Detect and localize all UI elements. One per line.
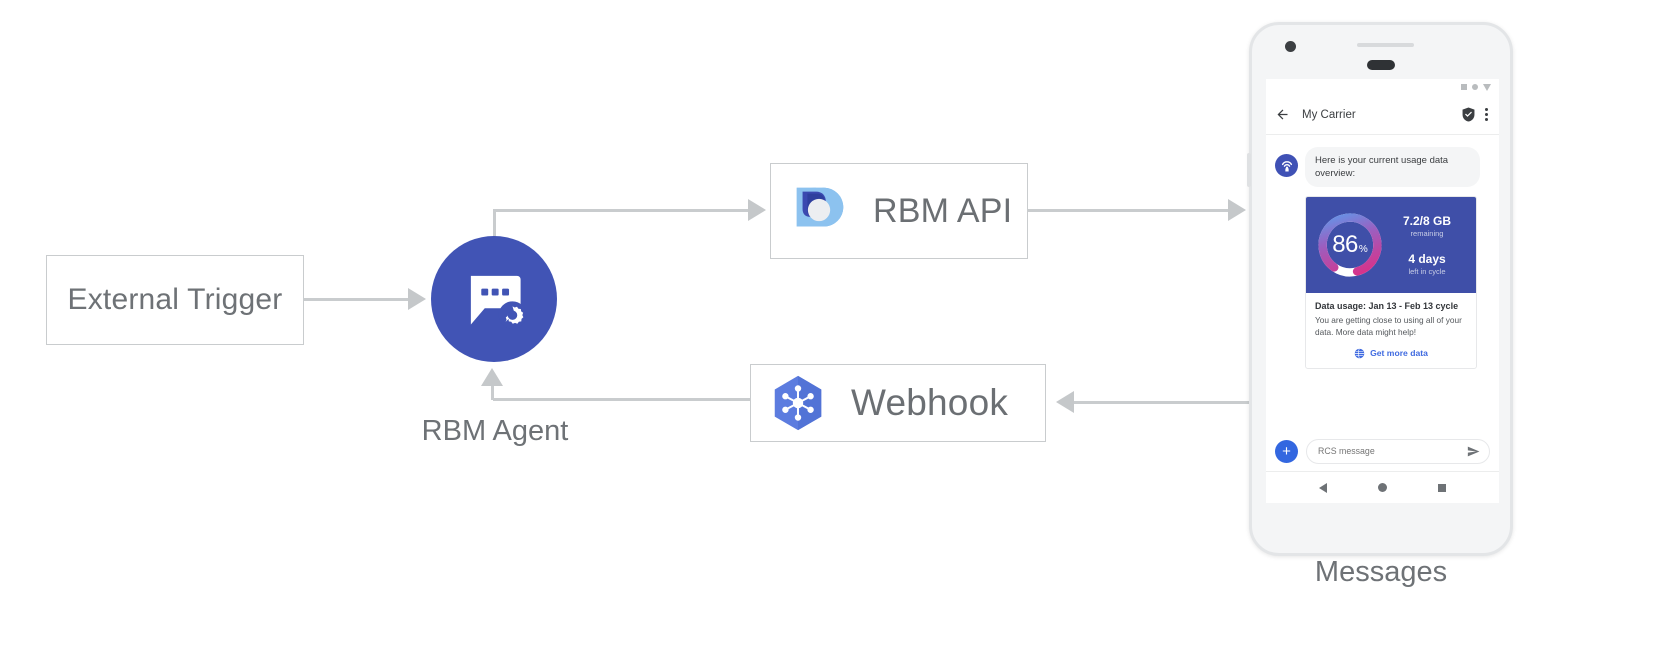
- nav-recents-icon[interactable]: [1437, 483, 1446, 492]
- message-composer: +: [1266, 431, 1499, 471]
- stat-secondary: left in cycle: [1408, 266, 1446, 276]
- overflow-dot: [1484, 108, 1488, 111]
- edge-agent-to-api-horizontal: [493, 209, 748, 212]
- edge-agent-to-api-vertical: [493, 209, 496, 251]
- gauge-unit: %: [1358, 243, 1368, 255]
- conversation-thread: Here is your current usage data overview…: [1266, 135, 1499, 369]
- card-description: You are getting close to using all of yo…: [1315, 315, 1462, 337]
- get-more-data-label: Get more data: [1370, 348, 1428, 359]
- nav-home-icon[interactable]: [1377, 483, 1387, 492]
- edge-device-to-webhook: [1074, 401, 1249, 404]
- back-arrow-icon[interactable]: [1275, 107, 1290, 122]
- overflow-menu-icon[interactable]: [1484, 107, 1488, 122]
- phone-device: My Carrier: [1247, 22, 1513, 556]
- send-icon[interactable]: [1467, 446, 1480, 457]
- webhook-label: Webhook: [851, 382, 1009, 423]
- chat-gear-icon: [470, 275, 527, 330]
- edge-agent-to-api-arrowhead: [748, 199, 766, 221]
- webhook-hexagon-icon: [774, 375, 822, 431]
- globe-icon: [1354, 348, 1365, 359]
- triangle-down-icon: [1483, 83, 1491, 91]
- attach-button[interactable]: +: [1275, 439, 1298, 463]
- phone-earpiece: [1357, 43, 1414, 47]
- get-more-data-button[interactable]: Get more data: [1315, 348, 1467, 361]
- messages-caption: Messages: [1314, 556, 1448, 588]
- gauge-readout: 86 %: [1312, 207, 1388, 283]
- edge-trigger-to-agent-arrowhead: [408, 288, 426, 310]
- overflow-dot: [1484, 118, 1488, 121]
- external-trigger-label: External Trigger: [67, 283, 283, 316]
- agent-message-row: Here is your current usage data overview…: [1275, 147, 1490, 188]
- rbm-api-icon: [796, 187, 844, 227]
- intro-message-bubble: Here is your current usage data overview…: [1305, 147, 1480, 188]
- card-body: Data usage: Jan 13 - Feb 13 cycle You ar…: [1306, 293, 1476, 368]
- data-usage-gauge: 86 %: [1312, 207, 1388, 283]
- rbm-agent-caption: RBM Agent: [421, 415, 569, 447]
- search-input[interactable]: [1318, 446, 1467, 456]
- stat-secondary: remaining: [1410, 228, 1444, 238]
- message-input-wrap[interactable]: [1306, 438, 1490, 464]
- nav-back-icon[interactable]: [1319, 482, 1328, 493]
- edge-webhook-to-agent-horizontal: [493, 398, 751, 401]
- verified-shield-icon[interactable]: [1462, 107, 1475, 122]
- stat-data-remaining: 7.2/8 GB remaining: [1388, 214, 1466, 239]
- stat-primary: 4 days: [1408, 251, 1446, 266]
- overflow-dot: [1484, 113, 1488, 116]
- phone-screen: My Carrier: [1266, 79, 1499, 503]
- avatar: [1275, 154, 1298, 177]
- hero-stats: 7.2/8 GB remaining 4 days left in cycle: [1388, 214, 1466, 277]
- phone-speaker-grille: [1367, 60, 1395, 70]
- status-bar: [1266, 79, 1499, 95]
- gauge-value: 86: [1332, 231, 1358, 259]
- rich-card[interactable]: 86 % 7.2/8 GB remaining 4 days lef: [1305, 196, 1477, 369]
- card-hero: 86 % 7.2/8 GB remaining 4 days lef: [1306, 197, 1476, 294]
- gauge-arc: [1318, 213, 1382, 277]
- card-title: Data usage: Jan 13 - Feb 13 cycle: [1315, 301, 1459, 312]
- edge-webhook-to-agent-arrowhead: [481, 368, 503, 386]
- square-icon: [1461, 84, 1467, 90]
- edge-webhook-to-agent-vertical: [491, 386, 494, 400]
- rbm-api-node[interactable]: RBM API: [770, 163, 1028, 259]
- edge-trigger-to-agent: [304, 298, 408, 301]
- edge-api-to-device: [1028, 209, 1228, 212]
- app-bar-title: My Carrier: [1302, 108, 1356, 121]
- webhook-node[interactable]: Webhook: [750, 364, 1046, 442]
- android-nav-bar: [1266, 471, 1499, 503]
- edge-device-to-webhook-arrowhead: [1056, 391, 1074, 413]
- external-trigger-node[interactable]: External Trigger: [46, 255, 304, 345]
- edge-api-to-device-arrowhead: [1228, 199, 1246, 221]
- cell-tower-icon: [1281, 160, 1292, 171]
- app-bar: My Carrier: [1266, 95, 1499, 135]
- phone-power-button[interactable]: [1247, 153, 1251, 187]
- phone-front-camera: [1285, 41, 1296, 52]
- rbm-api-label: RBM API: [873, 191, 1013, 230]
- stat-primary: 7.2/8 GB: [1402, 213, 1452, 228]
- stat-days-left: 4 days left in cycle: [1388, 252, 1466, 277]
- circle-icon: [1472, 84, 1478, 90]
- rbm-agent-node[interactable]: [431, 236, 557, 362]
